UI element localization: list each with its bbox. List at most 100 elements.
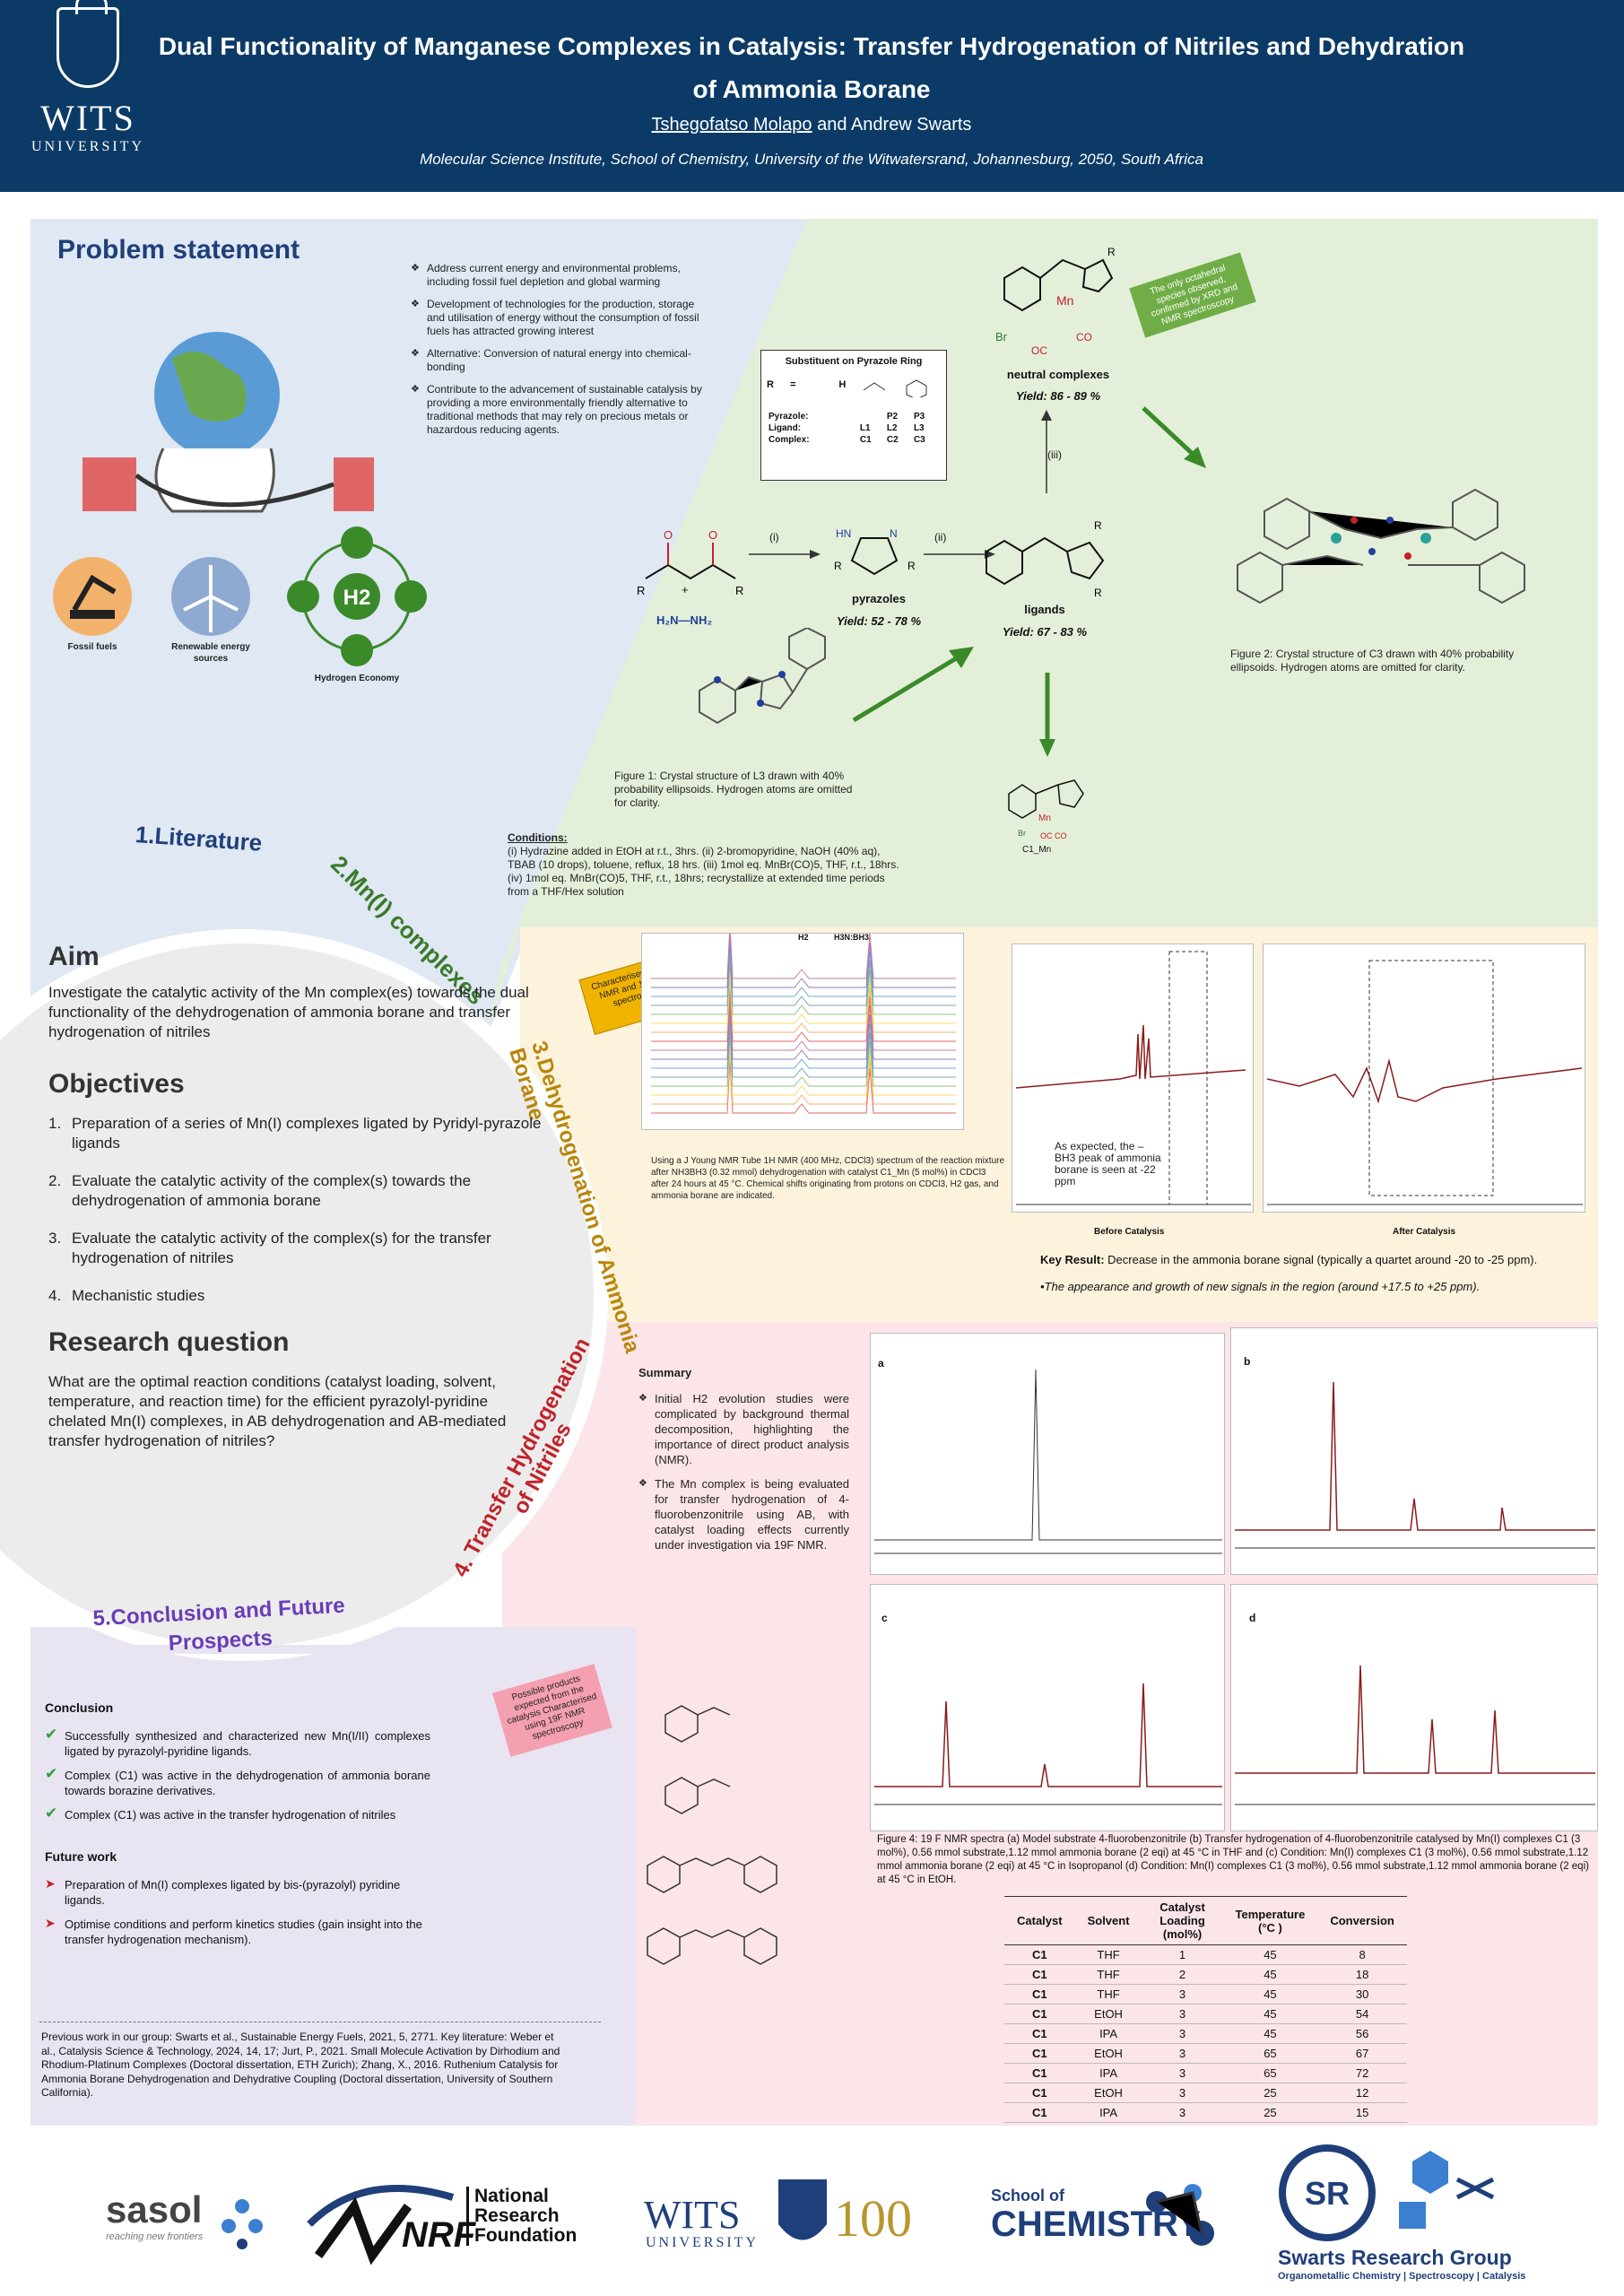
figure2-caption: Figure 2: Crystal structure of C3 drawn … <box>1230 648 1515 674</box>
pyrazoles-label: pyrazoles <box>852 592 906 605</box>
diketone-structure: O O R R <box>637 528 743 597</box>
objectives-list: 1.Preparation of a series of Mn(I) compl… <box>48 1114 551 1306</box>
table-cell: EtOH <box>1074 2004 1142 2024</box>
table-header-cell: Solvent <box>1074 1896 1142 1945</box>
authors: Tshegofatso Molapo and Andrew Swarts <box>143 115 1480 135</box>
table-cell: THF <box>1074 1944 1142 1965</box>
svg-text:H2: H2 <box>343 586 371 610</box>
author-main: Tshegofatso Molapo <box>651 115 812 135</box>
srg-name: Swarts Research Group <box>1278 2246 1512 2269</box>
table-cell: THF <box>1074 1964 1142 1985</box>
svg-text:O: O <box>708 528 717 542</box>
table-cell: 45 <box>1222 1964 1318 1985</box>
wits-crest-icon <box>56 0 119 88</box>
table-cell: 3 <box>1142 2004 1223 2024</box>
sasol-logo: sasol <box>106 2188 203 2231</box>
nrf-text: NRF <box>402 2215 476 2255</box>
table-cell: 56 <box>1317 2023 1407 2044</box>
stacked-nmr-plot <box>651 924 956 1114</box>
chemistry-small: School of <box>991 2187 1064 2205</box>
table-cell: 45 <box>1222 1984 1318 2005</box>
svg-text:Mn: Mn <box>1038 813 1051 823</box>
pyrazoles-yield: Yield: 52 - 78 % <box>836 614 922 628</box>
nrf-logo-icon <box>307 2185 455 2266</box>
summary-bullet: Initial H2 evolution studies were compli… <box>638 1391 849 1467</box>
wits-footer-sub: UNIVERSITY <box>646 2235 759 2250</box>
step-iii-label: (iii) <box>1047 448 1062 461</box>
table-cell: 15 <box>1317 2102 1407 2123</box>
svg-text:R: R <box>908 560 916 572</box>
step-ii-label: (ii) <box>934 531 947 544</box>
table-header-cell: Conversion <box>1317 1896 1407 1945</box>
wits-footer-logo: WITS <box>644 2193 741 2237</box>
step-i-label: (i) <box>769 531 779 544</box>
wits-footer-crest-icon <box>778 2179 827 2240</box>
svg-text:R: R <box>1094 587 1102 599</box>
aim-heading: Aim <box>48 942 100 971</box>
nmr-spectrum-d: d <box>1230 1584 1598 1831</box>
table-cell: EtOH <box>1074 2043 1142 2064</box>
svg-text:CO: CO <box>1076 331 1092 344</box>
affiliation: Molecular Science Institute, School of C… <box>420 151 1203 168</box>
table-cell: THF <box>1074 1984 1142 2005</box>
svg-text:OC: OC <box>1031 344 1047 357</box>
svg-text:O: O <box>664 528 673 542</box>
author-rest: and Andrew Swarts <box>812 115 972 135</box>
substituent-r-row: R=H <box>767 379 941 397</box>
conclusion-section: Conclusion Successfully synthesized and … <box>45 1700 430 1956</box>
research-question-text: What are the optimal reaction conditions… <box>48 1373 507 1449</box>
objectives-heading: Objectives <box>48 1069 185 1099</box>
problem-bullet: Development of technologies for the prod… <box>411 298 702 338</box>
table-cell: 1 <box>1142 1944 1223 1965</box>
table-cell: 3 <box>1142 2102 1223 2123</box>
methyl-icon <box>864 382 886 391</box>
c3-crystal-structure <box>1237 488 1525 604</box>
hydrogen-economy-icon: H2 <box>287 526 427 666</box>
sasol-molecule-icon <box>221 2199 263 2249</box>
table-cell: 2 <box>1142 1964 1223 1985</box>
wind-turbine-icon <box>171 557 250 636</box>
table-cell: 65 <box>1222 2043 1318 2064</box>
future-item: Optimise conditions and perform kinetics… <box>45 1916 430 1947</box>
nmr-spectrum-c: c <box>870 1584 1225 1831</box>
table-cell: IPA <box>1074 2063 1142 2083</box>
svg-text:R: R <box>1094 519 1102 532</box>
summary-bullet: The Mn complex is being evaluated for tr… <box>638 1476 849 1552</box>
svg-text:N: N <box>890 527 898 540</box>
table-header-cell: Catalyst Loading (mol%) <box>1142 1896 1223 1945</box>
nmr-spectrum-a: a <box>870 1333 1225 1575</box>
table-cell: 3 <box>1142 2043 1223 2064</box>
neutral-complex-structure: Mn Br OC CO R <box>995 246 1116 357</box>
earth-fuel-illustration <box>83 332 374 513</box>
table-cell: 45 <box>1222 2023 1318 2044</box>
hydrazine-label: H₂N—NH₂ <box>656 613 713 627</box>
conditions-text: (i) Hydrazine added in EtOH at r.t., 3hr… <box>508 845 899 898</box>
renewable-icon-group: Renewable energy sources <box>166 556 256 665</box>
table-cell: 3 <box>1142 2083 1223 2103</box>
chemistry-logo: CHEMISTRY <box>991 2205 1202 2244</box>
sasol-tagline: reaching new frontiers <box>106 2231 204 2242</box>
nmr-spectrum-b: b <box>1230 1327 1598 1575</box>
table-cell: C1 <box>1004 2023 1075 2044</box>
growth-note: •The appearance and growth of new signal… <box>1040 1280 1481 1293</box>
green-arrow-right <box>1142 406 1206 468</box>
hnbh-peak-label: H3N:BH3 <box>834 933 870 942</box>
problem-bullet: Alternative: Conversion of natural energ… <box>411 347 702 374</box>
phenyl-ring-icon <box>906 379 927 397</box>
svg-text:R: R <box>637 584 645 597</box>
hydrogen-economy-group: H2 Hydrogen Economy <box>285 525 429 684</box>
svg-text:HN: HN <box>836 527 851 540</box>
svg-text:R: R <box>735 584 743 597</box>
ab-nmr-caption: Using a J Young NMR Tube 1H NMR (400 MHz… <box>651 1156 1005 1201</box>
table-cell: 18 <box>1317 1964 1407 1985</box>
after-catalysis-label: After Catalysis <box>1393 1227 1456 1237</box>
svg-text:Br: Br <box>1018 829 1026 838</box>
problem-heading: Problem statement <box>57 235 300 265</box>
problem-bullet: Contribute to the advancement of sustain… <box>411 383 702 437</box>
sr-chem-icons <box>1399 2151 1495 2229</box>
